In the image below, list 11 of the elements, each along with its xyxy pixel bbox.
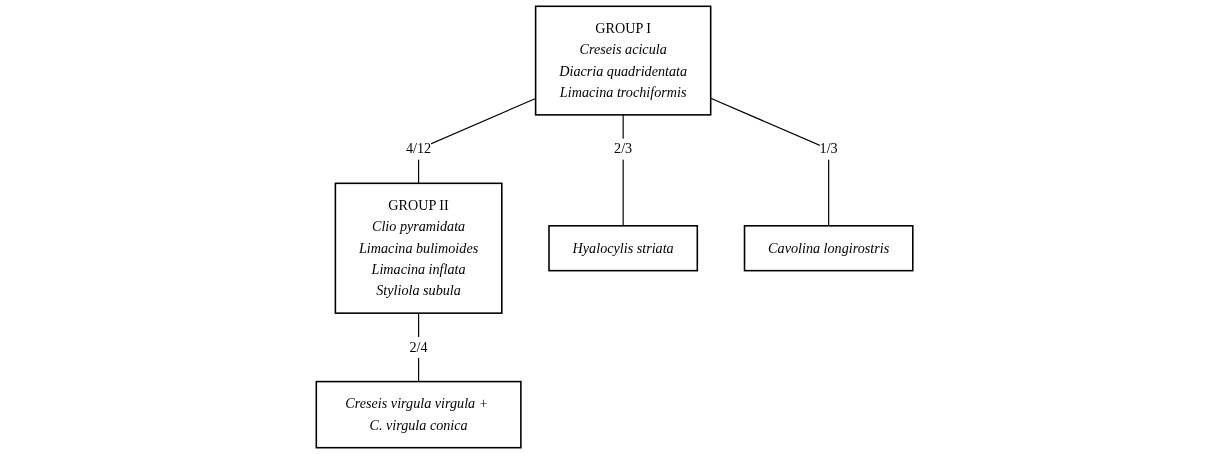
node-box: Hyalocylis striata [548, 225, 699, 272]
node-box: Cavolina longirostris [744, 225, 914, 272]
edge-label: 4/12 [406, 140, 432, 157]
connector [623, 114, 625, 227]
node-box: Creseis virgula virgula + C. virgula conica [315, 380, 523, 449]
edge-label: 2/3 [614, 140, 633, 157]
node-box: GROUP I Creseis acicula Diacria quadridentata Limacina trochiformis [535, 5, 712, 116]
edge-label: 1/3 [820, 140, 839, 157]
node-box: GROUP II Clio pyramidata Limacina bulimoides Limacina inflata Styliola subula [335, 182, 504, 314]
connector [418, 312, 420, 383]
edge-label: 2/4 [409, 339, 429, 355]
